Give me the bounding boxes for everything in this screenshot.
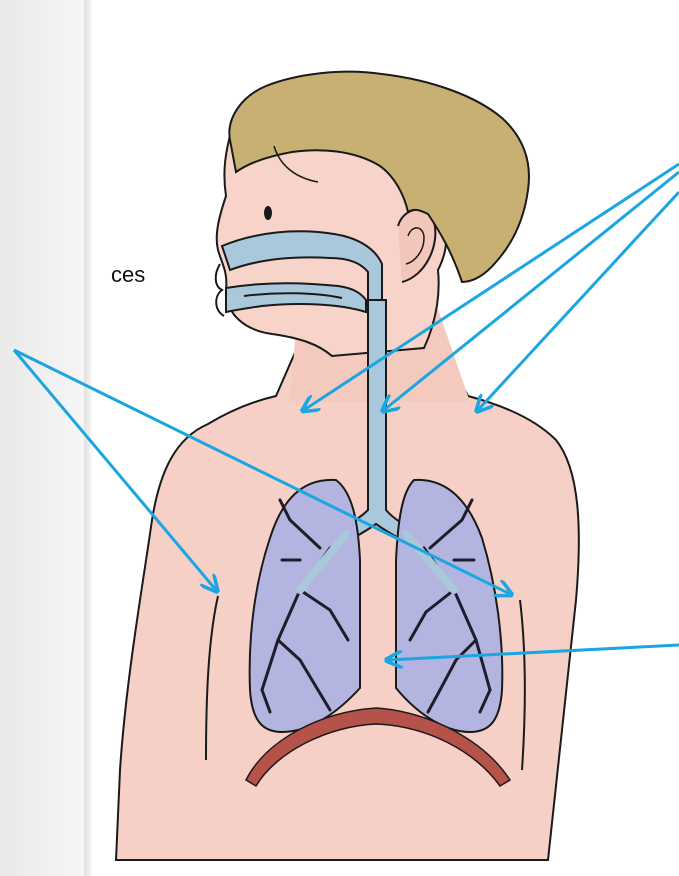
lips: [216, 264, 224, 316]
eye: [264, 206, 272, 220]
